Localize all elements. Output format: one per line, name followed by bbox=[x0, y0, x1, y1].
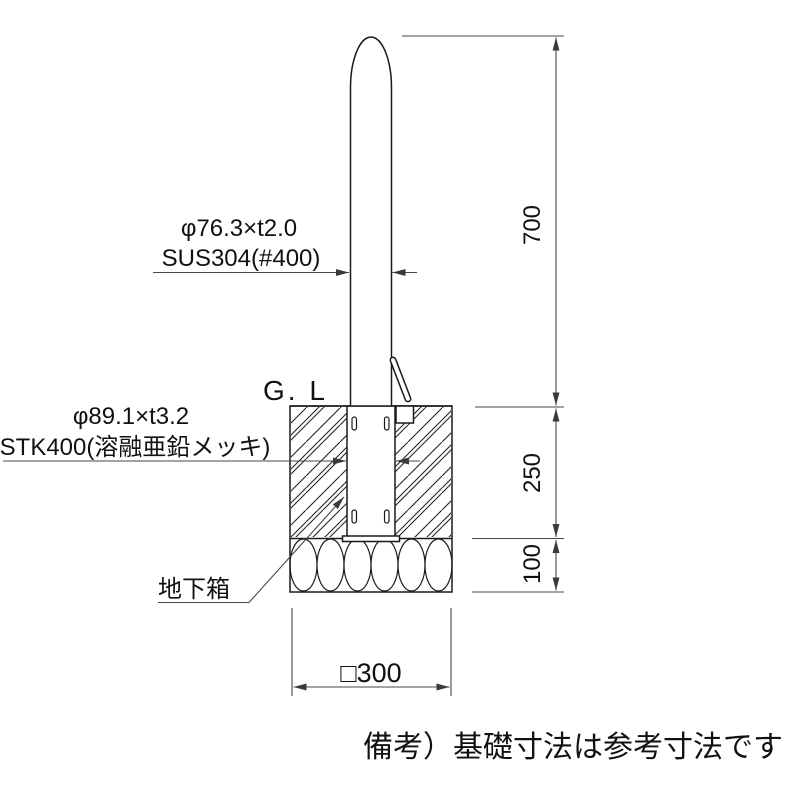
underground-box-leader bbox=[158, 496, 345, 604]
sleeve-spec-size-label: φ89.1×t3.2 bbox=[73, 403, 189, 430]
post-spec-size-label: φ76.3×t2.0 bbox=[181, 215, 297, 242]
post-spec-material-label: SUS304(#400) bbox=[162, 245, 321, 272]
dim-label-700: 700 bbox=[519, 205, 546, 245]
foundation-hatch-right bbox=[395, 407, 451, 537]
gravel-stone bbox=[397, 538, 426, 592]
dim-label-100: 100 bbox=[519, 544, 546, 584]
sleeve-slot bbox=[351, 509, 358, 524]
dim-label-250: 250 bbox=[519, 453, 546, 493]
gravel-stone bbox=[289, 538, 318, 592]
width-dim-label: □300 bbox=[340, 658, 401, 688]
lock-flap bbox=[389, 356, 412, 403]
gravel-stone bbox=[424, 538, 453, 592]
sleeve-slot bbox=[383, 509, 390, 524]
bollard-post bbox=[349, 36, 393, 406]
gravel-layer bbox=[289, 538, 453, 592]
gravel-stone bbox=[370, 538, 399, 592]
foundation-hatch-left bbox=[291, 407, 347, 537]
sleeve-base-plate bbox=[341, 535, 401, 543]
note-text: 備考）基礎寸法は参考寸法です bbox=[363, 731, 783, 764]
sleeve-spec-material-label: STK400(溶融亜鉛メッキ) bbox=[0, 434, 270, 461]
sleeve-slot bbox=[383, 416, 390, 431]
ground-level-label: G. L bbox=[263, 375, 328, 406]
gravel-stone bbox=[316, 538, 345, 592]
underground-box-label: 地下箱 bbox=[158, 576, 230, 603]
gravel-stone bbox=[343, 538, 372, 592]
lock-bracket bbox=[395, 405, 415, 424]
sleeve-slot bbox=[351, 416, 358, 431]
sleeve-pipe bbox=[346, 406, 396, 537]
